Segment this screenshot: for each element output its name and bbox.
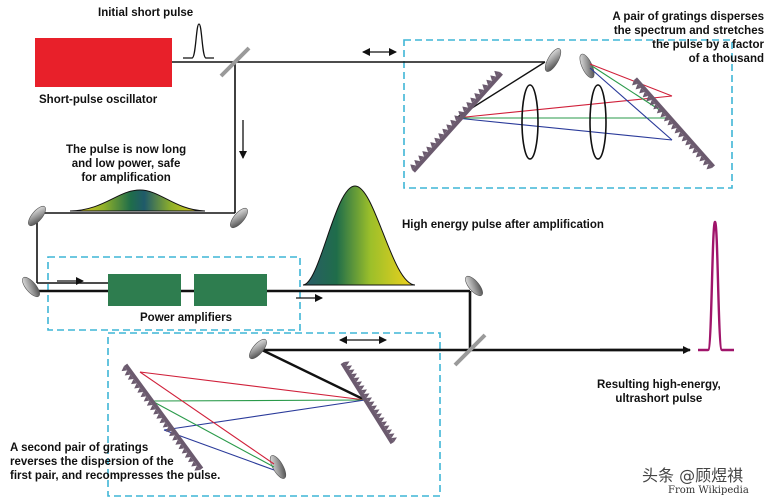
stretcher-box	[403, 39, 733, 189]
label-gratings-pair-1: A pair of gratings disperses the spectru…	[612, 11, 764, 65]
mirrors	[22, 46, 595, 479]
power-amplifier-1	[108, 274, 181, 306]
label-initial-pulse: Initial short pulse	[98, 7, 194, 19]
grating-1	[410, 70, 503, 173]
watermark-credit: From Wikipedia	[668, 485, 749, 496]
grating-3	[121, 363, 204, 471]
label-power-amplifiers: Power amplifiers	[140, 312, 233, 324]
watermark-source: 头条 @顾煜祺	[642, 466, 744, 485]
power-amplifier-2	[194, 274, 267, 306]
stretched-pulse	[69, 189, 206, 212]
label-oscillator: Short-pulse oscillator	[39, 94, 158, 106]
label-result: Resulting high-energy, ultrashort pulse	[597, 379, 721, 405]
output-pulse	[698, 220, 734, 352]
label-high-energy: High energy pulse after amplification	[402, 219, 604, 231]
oscillator	[35, 38, 172, 87]
high-energy-pulse	[302, 185, 416, 286]
label-stretched-pulse: The pulse is now long and low power, saf…	[66, 144, 187, 184]
compressor-box	[107, 332, 441, 497]
stretcher-rays	[455, 63, 673, 141]
amplifier-box	[47, 256, 301, 331]
label-gratings-pair-2: A second pair of gratings reverses the d…	[10, 442, 221, 482]
lens-1	[521, 84, 539, 160]
initial-pulse-curve	[183, 23, 214, 59]
lens-2	[589, 84, 607, 160]
grating-4	[340, 361, 397, 445]
gratings	[121, 70, 715, 471]
compressor-rays	[139, 371, 366, 471]
grating-2	[632, 77, 715, 170]
